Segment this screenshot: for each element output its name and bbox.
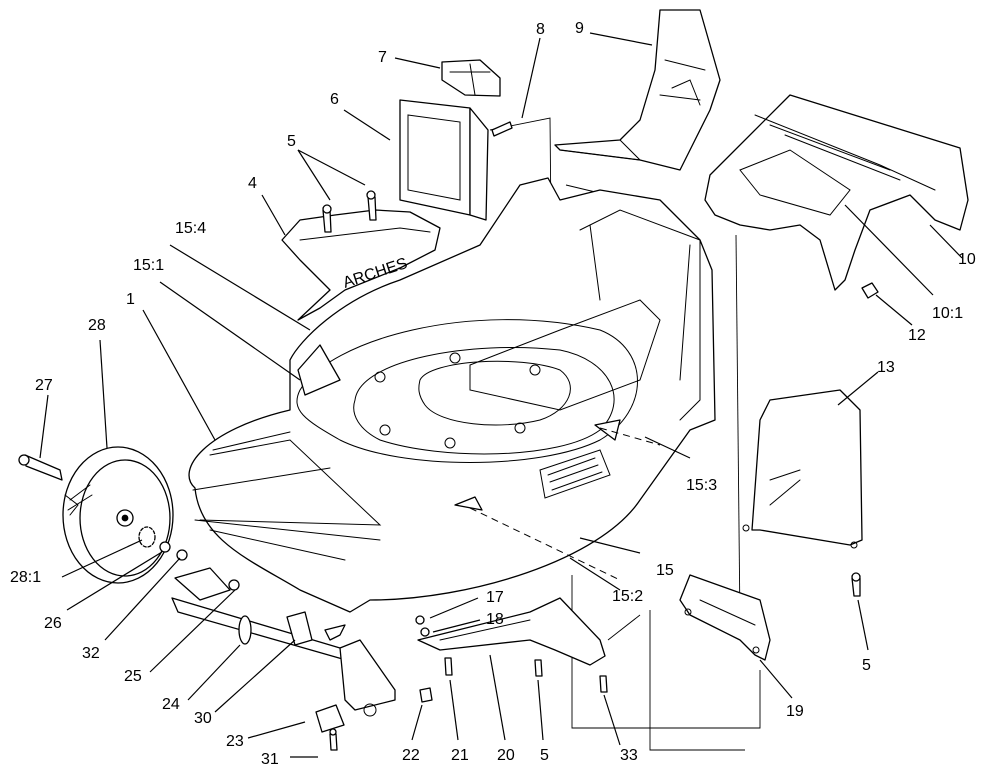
leader-28: [99, 339, 108, 449]
leader-32: [104, 557, 181, 641]
leader-18: [432, 619, 481, 633]
callout-15-3: 15:3: [686, 477, 717, 494]
callout-6: 6: [330, 91, 339, 108]
callout-15-2: 15:2: [612, 588, 643, 605]
callout-15: 15: [656, 562, 674, 579]
leader-15-4: [169, 244, 311, 331]
leader-15-3: [644, 436, 691, 459]
callout-25: 25: [124, 668, 142, 685]
callout-27: 27: [35, 377, 53, 394]
chute-plug: [441, 59, 501, 97]
leader-6: [343, 109, 391, 141]
leader-15-1: [159, 281, 301, 381]
callout-labels: 1 4 5 6 7 8 9 10 10:1 12 13 15 15:1 15:2…: [10, 20, 976, 768]
leader-22: [411, 704, 423, 741]
callout-12: 12: [908, 327, 926, 344]
leader-15-2: [569, 557, 621, 591]
callout-20: 20: [497, 747, 515, 764]
callout-9: 9: [575, 20, 584, 37]
callout-24: 24: [162, 696, 180, 713]
centerlines: [469, 427, 661, 581]
leader-23: [247, 721, 306, 739]
leader-17: [429, 597, 479, 619]
leader-4: [261, 194, 286, 236]
callout-15-4: 15:4: [175, 220, 206, 237]
callout-18: 18: [486, 611, 504, 628]
leader-lines: [39, 32, 963, 758]
leader-15: [579, 537, 641, 554]
screw-8: [491, 121, 513, 137]
callout-1: 1: [126, 291, 135, 308]
leader-33: [603, 694, 621, 746]
leader-10: [929, 224, 963, 259]
leader-24: [187, 644, 241, 701]
rear-shield: [742, 389, 863, 597]
callout-5b: 5: [862, 657, 871, 674]
callout-28-1: 28:1: [10, 569, 41, 586]
leader-9: [589, 32, 653, 46]
leader-26: [66, 551, 163, 611]
callout-32: 32: [82, 645, 100, 662]
discharge-parts: [399, 9, 721, 221]
leader-12: [875, 294, 913, 326]
callout-17: 17: [486, 589, 504, 606]
leader-5a: [297, 149, 331, 201]
leader-5c: [537, 679, 544, 741]
leader-21: [449, 679, 459, 741]
leader-28-1: [61, 539, 143, 578]
leader-30: [214, 639, 296, 713]
callout-28: 28: [88, 317, 106, 334]
mower-deck: [188, 177, 716, 613]
callout-22: 22: [402, 747, 420, 764]
height-adjuster: [171, 567, 433, 751]
callout-23: 23: [226, 733, 244, 750]
leader-20: [489, 654, 506, 741]
callout-33: 33: [620, 747, 638, 764]
leader-7: [394, 57, 441, 69]
callout-31: 31: [261, 751, 279, 768]
callout-7: 7: [378, 49, 387, 66]
callout-21: 21: [451, 747, 469, 764]
wheel-assembly: [18, 446, 188, 584]
leader-13: [837, 371, 879, 406]
callout-10: 10: [958, 251, 976, 268]
callout-4: 4: [248, 175, 257, 192]
nut-12: [861, 282, 879, 299]
callout-19: 19: [786, 703, 804, 720]
callout-5a: 5: [287, 133, 296, 150]
rear-cover: [704, 94, 969, 299]
callout-13: 13: [877, 359, 895, 376]
leader-5b: [857, 599, 869, 651]
callout-8: 8: [536, 21, 545, 38]
leader-8: [521, 37, 541, 119]
callout-5c: 5: [540, 747, 549, 764]
lower-parts: [415, 574, 771, 693]
leader-10-1: [844, 204, 934, 296]
leader-5a2: [297, 149, 366, 186]
leader-27: [39, 394, 49, 459]
callout-26: 26: [44, 615, 62, 632]
leader-1: [142, 309, 216, 441]
callout-10-1: 10:1: [932, 305, 963, 322]
leader-19: [759, 659, 793, 699]
leader-25: [149, 589, 236, 673]
callout-30: 30: [194, 710, 212, 727]
callout-15-1: 15:1: [133, 257, 164, 274]
